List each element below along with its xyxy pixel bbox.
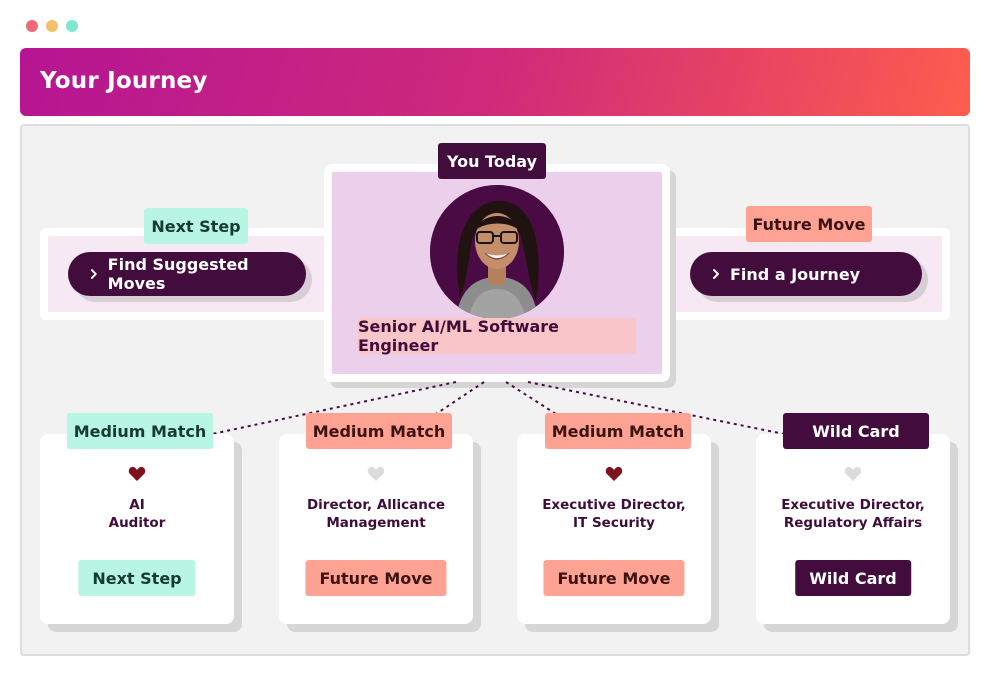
find-suggested-moves-button[interactable]: Find Suggested Moves xyxy=(68,252,306,296)
wild-card-tag: Wild Card xyxy=(783,413,929,449)
current-role-title: Senior AI/ML Software Engineer xyxy=(358,317,636,355)
heart-icon[interactable] xyxy=(605,466,623,482)
you-today-tag: You Today xyxy=(438,143,546,179)
match-tag: Medium Match xyxy=(67,413,213,449)
future-move-button[interactable]: Future Move xyxy=(543,560,685,596)
find-suggested-moves-label: Find Suggested Moves xyxy=(107,255,249,293)
match-role-title: Director, Allicance Management xyxy=(306,497,446,531)
find-a-journey-label: Find a Journey xyxy=(730,264,861,284)
chevron-right-icon xyxy=(90,269,97,279)
window-minimize-dot[interactable] xyxy=(46,20,58,32)
find-a-journey-button[interactable]: Find a Journey xyxy=(690,252,922,296)
window-maximize-dot[interactable] xyxy=(66,20,78,32)
profile-photo-icon xyxy=(430,185,564,319)
match-tag: Medium Match xyxy=(545,413,691,449)
page-header: Your Journey xyxy=(20,48,970,116)
heart-icon[interactable] xyxy=(844,466,862,482)
page-title: Your Journey xyxy=(40,68,208,94)
match-role-title: Executive Director, Regulatory Affairs xyxy=(781,497,925,531)
match-card-ai-auditor[interactable]: AI Auditor Next Step xyxy=(40,434,234,624)
match-card-exec-regulatory[interactable]: Executive Director, Regulatory Affairs W… xyxy=(756,434,950,624)
future-move-button[interactable]: Future Move xyxy=(305,560,447,596)
next-step-tag: Next Step xyxy=(144,208,248,244)
profile-avatar xyxy=(430,185,564,319)
wild-card-button[interactable]: Wild Card xyxy=(795,560,911,596)
match-card-director-alliance[interactable]: Director, Allicance Management Future Mo… xyxy=(279,434,473,624)
next-step-button[interactable]: Next Step xyxy=(78,560,196,596)
chevron-right-icon xyxy=(713,269,719,279)
future-move-tag: Future Move xyxy=(746,206,872,242)
heart-icon[interactable] xyxy=(367,466,385,482)
match-card-exec-it-security[interactable]: Executive Director, IT Security Future M… xyxy=(517,434,711,624)
heart-icon[interactable] xyxy=(128,466,146,482)
match-role-title: Executive Director, IT Security xyxy=(542,497,686,531)
match-role-title: AI Auditor xyxy=(108,497,166,531)
window-close-dot[interactable] xyxy=(26,20,38,32)
match-tag: Medium Match xyxy=(306,413,452,449)
